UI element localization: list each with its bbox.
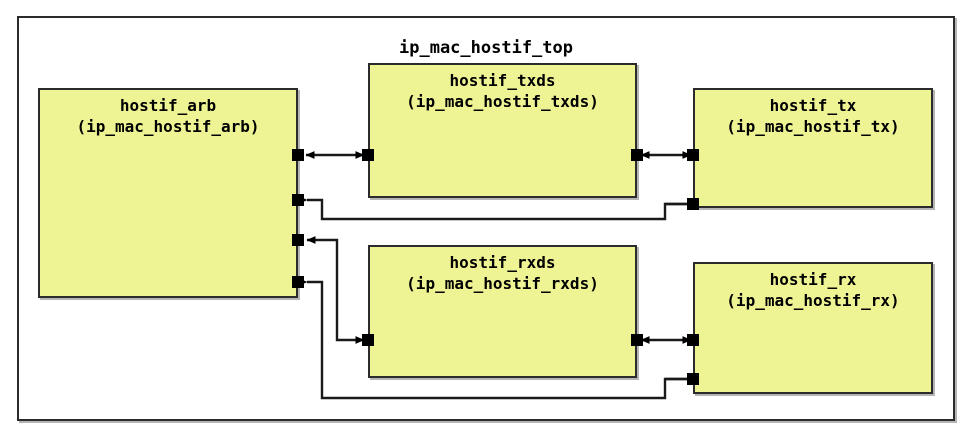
port-rx-arb[interactable] xyxy=(687,373,699,385)
port-tx-txds[interactable] xyxy=(687,149,699,161)
port-arb-rx-status[interactable] xyxy=(292,276,304,288)
block-hostif-rx-instance: hostif_rx xyxy=(769,270,857,289)
block-hostif-tx-module: (ip_mac_hostif_tx) xyxy=(726,117,900,136)
block-hostif-rxds-module: (ip_mac_hostif_rxds) xyxy=(406,274,599,293)
port-tx-arb[interactable] xyxy=(687,198,699,210)
block-hostif-tx-instance: hostif_tx xyxy=(769,96,857,115)
port-arb-rxds[interactable] xyxy=(292,234,304,246)
port-txds-right[interactable] xyxy=(631,149,643,161)
diagram-title: ip_mac_hostif_top xyxy=(399,38,573,58)
block-hostif-arb-module: (ip_mac_hostif_arb) xyxy=(76,117,260,136)
port-rx-rxds[interactable] xyxy=(687,334,699,346)
block-hostif-rxds-instance: hostif_rxds xyxy=(449,253,556,272)
block-hostif-txds-instance: hostif_txds xyxy=(449,71,556,90)
block-hostif-rx[interactable]: hostif_rx (ip_mac_hostif_rx) xyxy=(693,262,933,394)
block-hostif-arb-instance: hostif_arb xyxy=(119,96,217,115)
block-hostif-rx-module: (ip_mac_hostif_rx) xyxy=(726,291,900,310)
block-hostif-txds-module: (ip_mac_hostif_txds) xyxy=(406,92,599,111)
port-txds-left[interactable] xyxy=(362,149,374,161)
port-rxds-left[interactable] xyxy=(362,334,374,346)
block-hostif-arb[interactable]: hostif_arb (ip_mac_hostif_arb) xyxy=(38,88,298,298)
block-hostif-tx[interactable]: hostif_tx (ip_mac_hostif_tx) xyxy=(693,88,933,208)
port-arb-tx-status[interactable] xyxy=(292,194,304,206)
port-rxds-right[interactable] xyxy=(631,334,643,346)
block-hostif-rxds[interactable]: hostif_rxds (ip_mac_hostif_rxds) xyxy=(368,245,637,378)
port-arb-txds[interactable] xyxy=(292,149,304,161)
block-hostif-txds[interactable]: hostif_txds (ip_mac_hostif_txds) xyxy=(368,63,637,198)
